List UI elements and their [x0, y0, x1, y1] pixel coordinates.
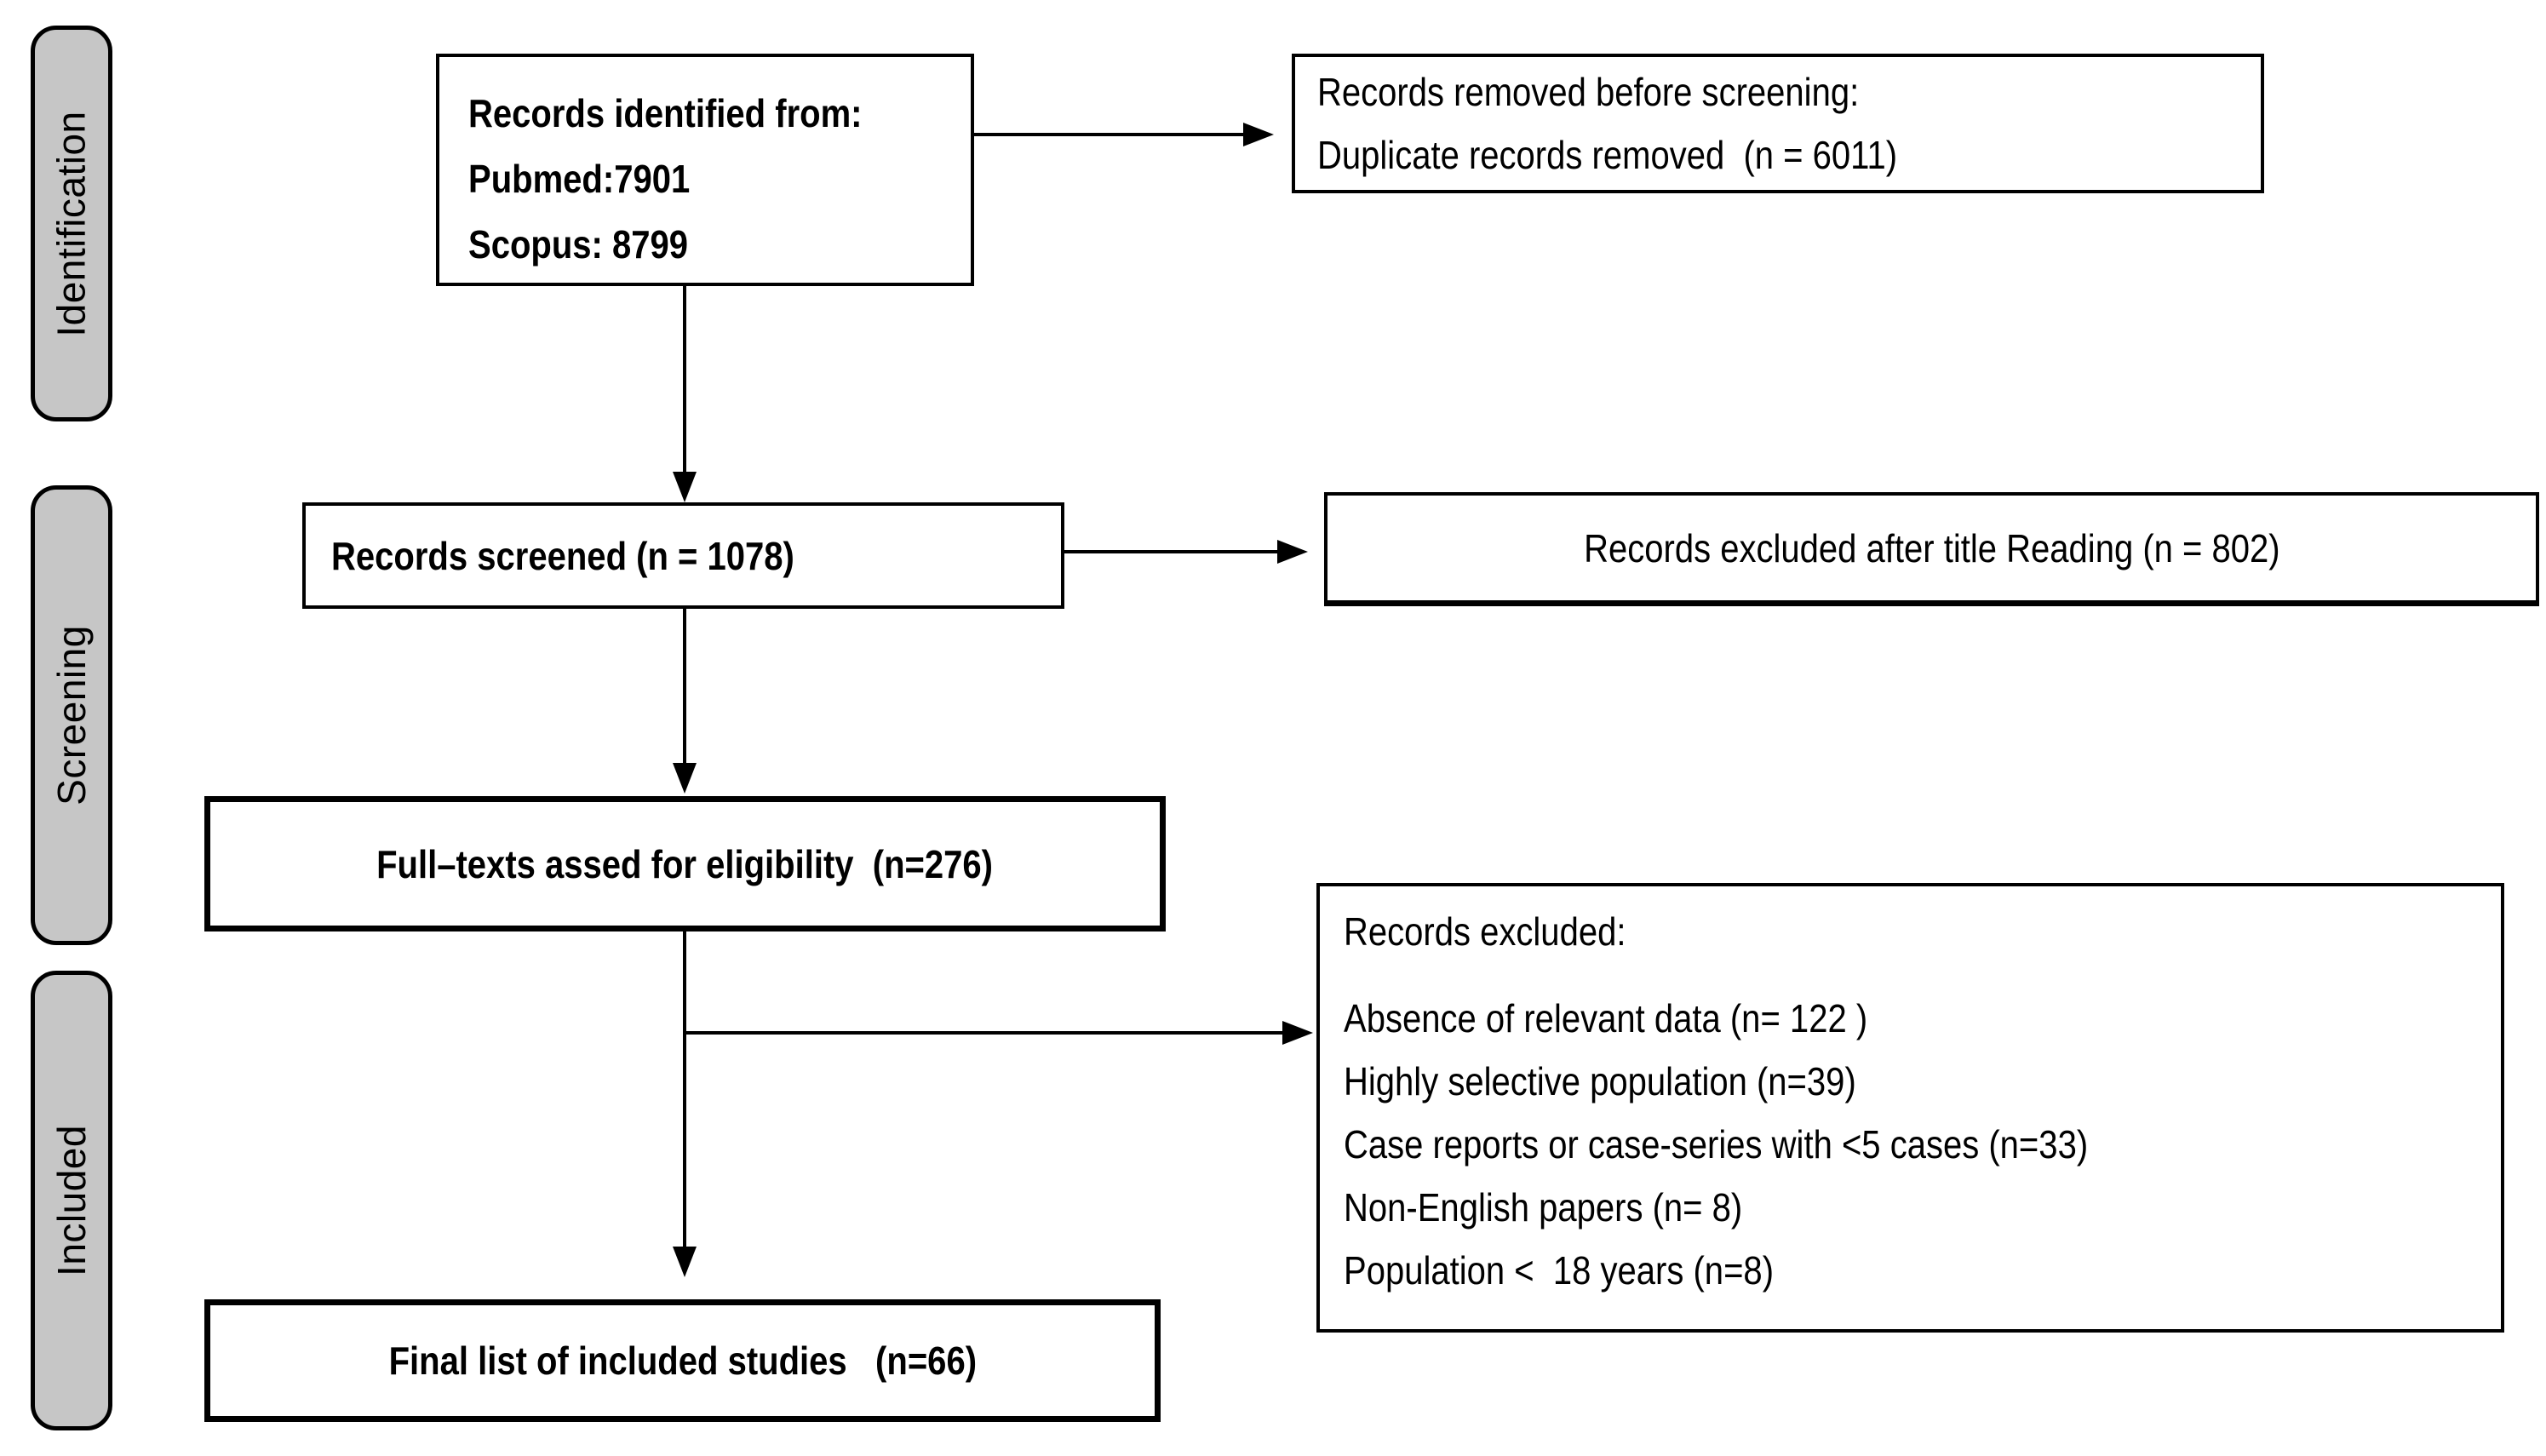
stage-label-screening: Screening	[49, 625, 95, 805]
arrow-identified-to-removed-head	[1243, 123, 1274, 146]
spacer	[1344, 963, 2501, 987]
reason-absence-of-data: Absence of relevant data (n= 122 )	[1344, 996, 1868, 1040]
excluded-after-title-text: Records excluded after title Reading (n …	[1583, 525, 2280, 570]
box-final-included: Final list of included studies (n=66)	[204, 1299, 1161, 1422]
arrow-identified-to-screened-head	[673, 472, 697, 502]
pubmed-count-line: Pubmed:7901	[468, 157, 691, 201]
arrow-fulltext-to-reasons-head	[1282, 1021, 1313, 1045]
arrow-screened-to-excluded-line	[1064, 550, 1277, 553]
arrow-fulltext-to-final-head	[673, 1247, 697, 1277]
reason-population-under-18: Population < 18 years (n=8)	[1344, 1248, 1775, 1293]
box-records-removed-before-screening: Records removed before screening: Duplic…	[1292, 54, 2264, 193]
records-screened-text: Records screened (n = 1078)	[331, 533, 794, 578]
arrow-screened-to-fulltext-line	[683, 607, 686, 765]
arrow-screened-to-excluded-head	[1277, 540, 1308, 564]
box-records-excluded-reasons: Records excluded: Absence of relevant da…	[1316, 883, 2504, 1333]
scopus-count-line: Scopus: 8799	[468, 222, 689, 267]
box-records-identified: Records identified from: Pubmed:7901 Sco…	[436, 54, 974, 286]
stage-tab-included: Included	[31, 971, 112, 1430]
arrow-screened-to-fulltext-head	[673, 763, 697, 794]
box-records-screened: Records screened (n = 1078)	[302, 502, 1064, 609]
arrow-identified-to-screened-line	[683, 286, 686, 473]
arrow-fulltext-to-final-line	[683, 931, 686, 1248]
arrow-fulltext-to-reasons-line	[684, 1031, 1282, 1035]
reason-selective-population: Highly selective population (n=39)	[1344, 1059, 1856, 1103]
box-records-excluded-after-title: Records excluded after title Reading (n …	[1324, 492, 2539, 606]
final-included-text: Final list of included studies (n=66)	[388, 1338, 977, 1383]
removed-before-screening-line: Records removed before screening:	[1317, 70, 1860, 114]
reason-case-reports: Case reports or case-series with <5 case…	[1344, 1122, 2089, 1167]
records-identified-line: Records identified from:	[468, 91, 863, 135]
stage-label-included: Included	[49, 1125, 95, 1276]
arrow-identified-to-removed-line	[974, 133, 1243, 136]
fulltext-assessed-text: Full–texts assed for eligibility (n=276)	[376, 841, 994, 886]
reason-non-english: Non-English papers (n= 8)	[1344, 1185, 1743, 1230]
excluded-reasons-title: Records excluded:	[1344, 909, 1626, 954]
stage-tab-screening: Screening	[31, 485, 112, 945]
stage-tab-identification: Identification	[31, 26, 112, 421]
duplicates-removed-line: Duplicate records removed (n = 6011)	[1317, 133, 1898, 177]
box-fulltext-assessed: Full–texts assed for eligibility (n=276)	[204, 796, 1166, 931]
stage-label-identification: Identification	[49, 110, 94, 337]
